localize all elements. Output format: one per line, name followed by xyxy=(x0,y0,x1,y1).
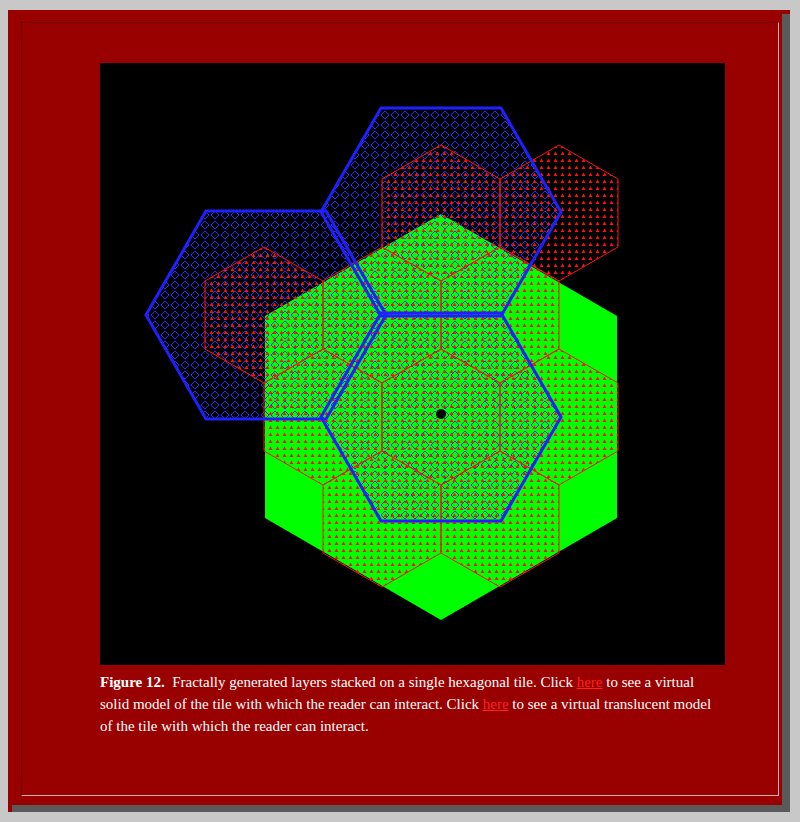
caption-link: here xyxy=(483,696,509,712)
caption-link: here xyxy=(577,674,603,690)
figure-number: Figure 12. xyxy=(100,674,165,690)
bottom-shadow xyxy=(12,805,790,812)
blue-layer-outline xyxy=(146,108,561,521)
figure-caption: Figure 12. Fractally generated layers st… xyxy=(100,671,712,737)
left-bevel xyxy=(0,0,8,822)
right-shadow xyxy=(782,14,790,812)
center-dot xyxy=(436,409,446,419)
bottom-bevel xyxy=(0,812,800,822)
caption-text: Fractally generated layers stacked on a … xyxy=(172,674,573,690)
black-ground xyxy=(100,63,725,665)
top-bevel xyxy=(0,0,800,10)
right-bevel xyxy=(790,0,800,822)
